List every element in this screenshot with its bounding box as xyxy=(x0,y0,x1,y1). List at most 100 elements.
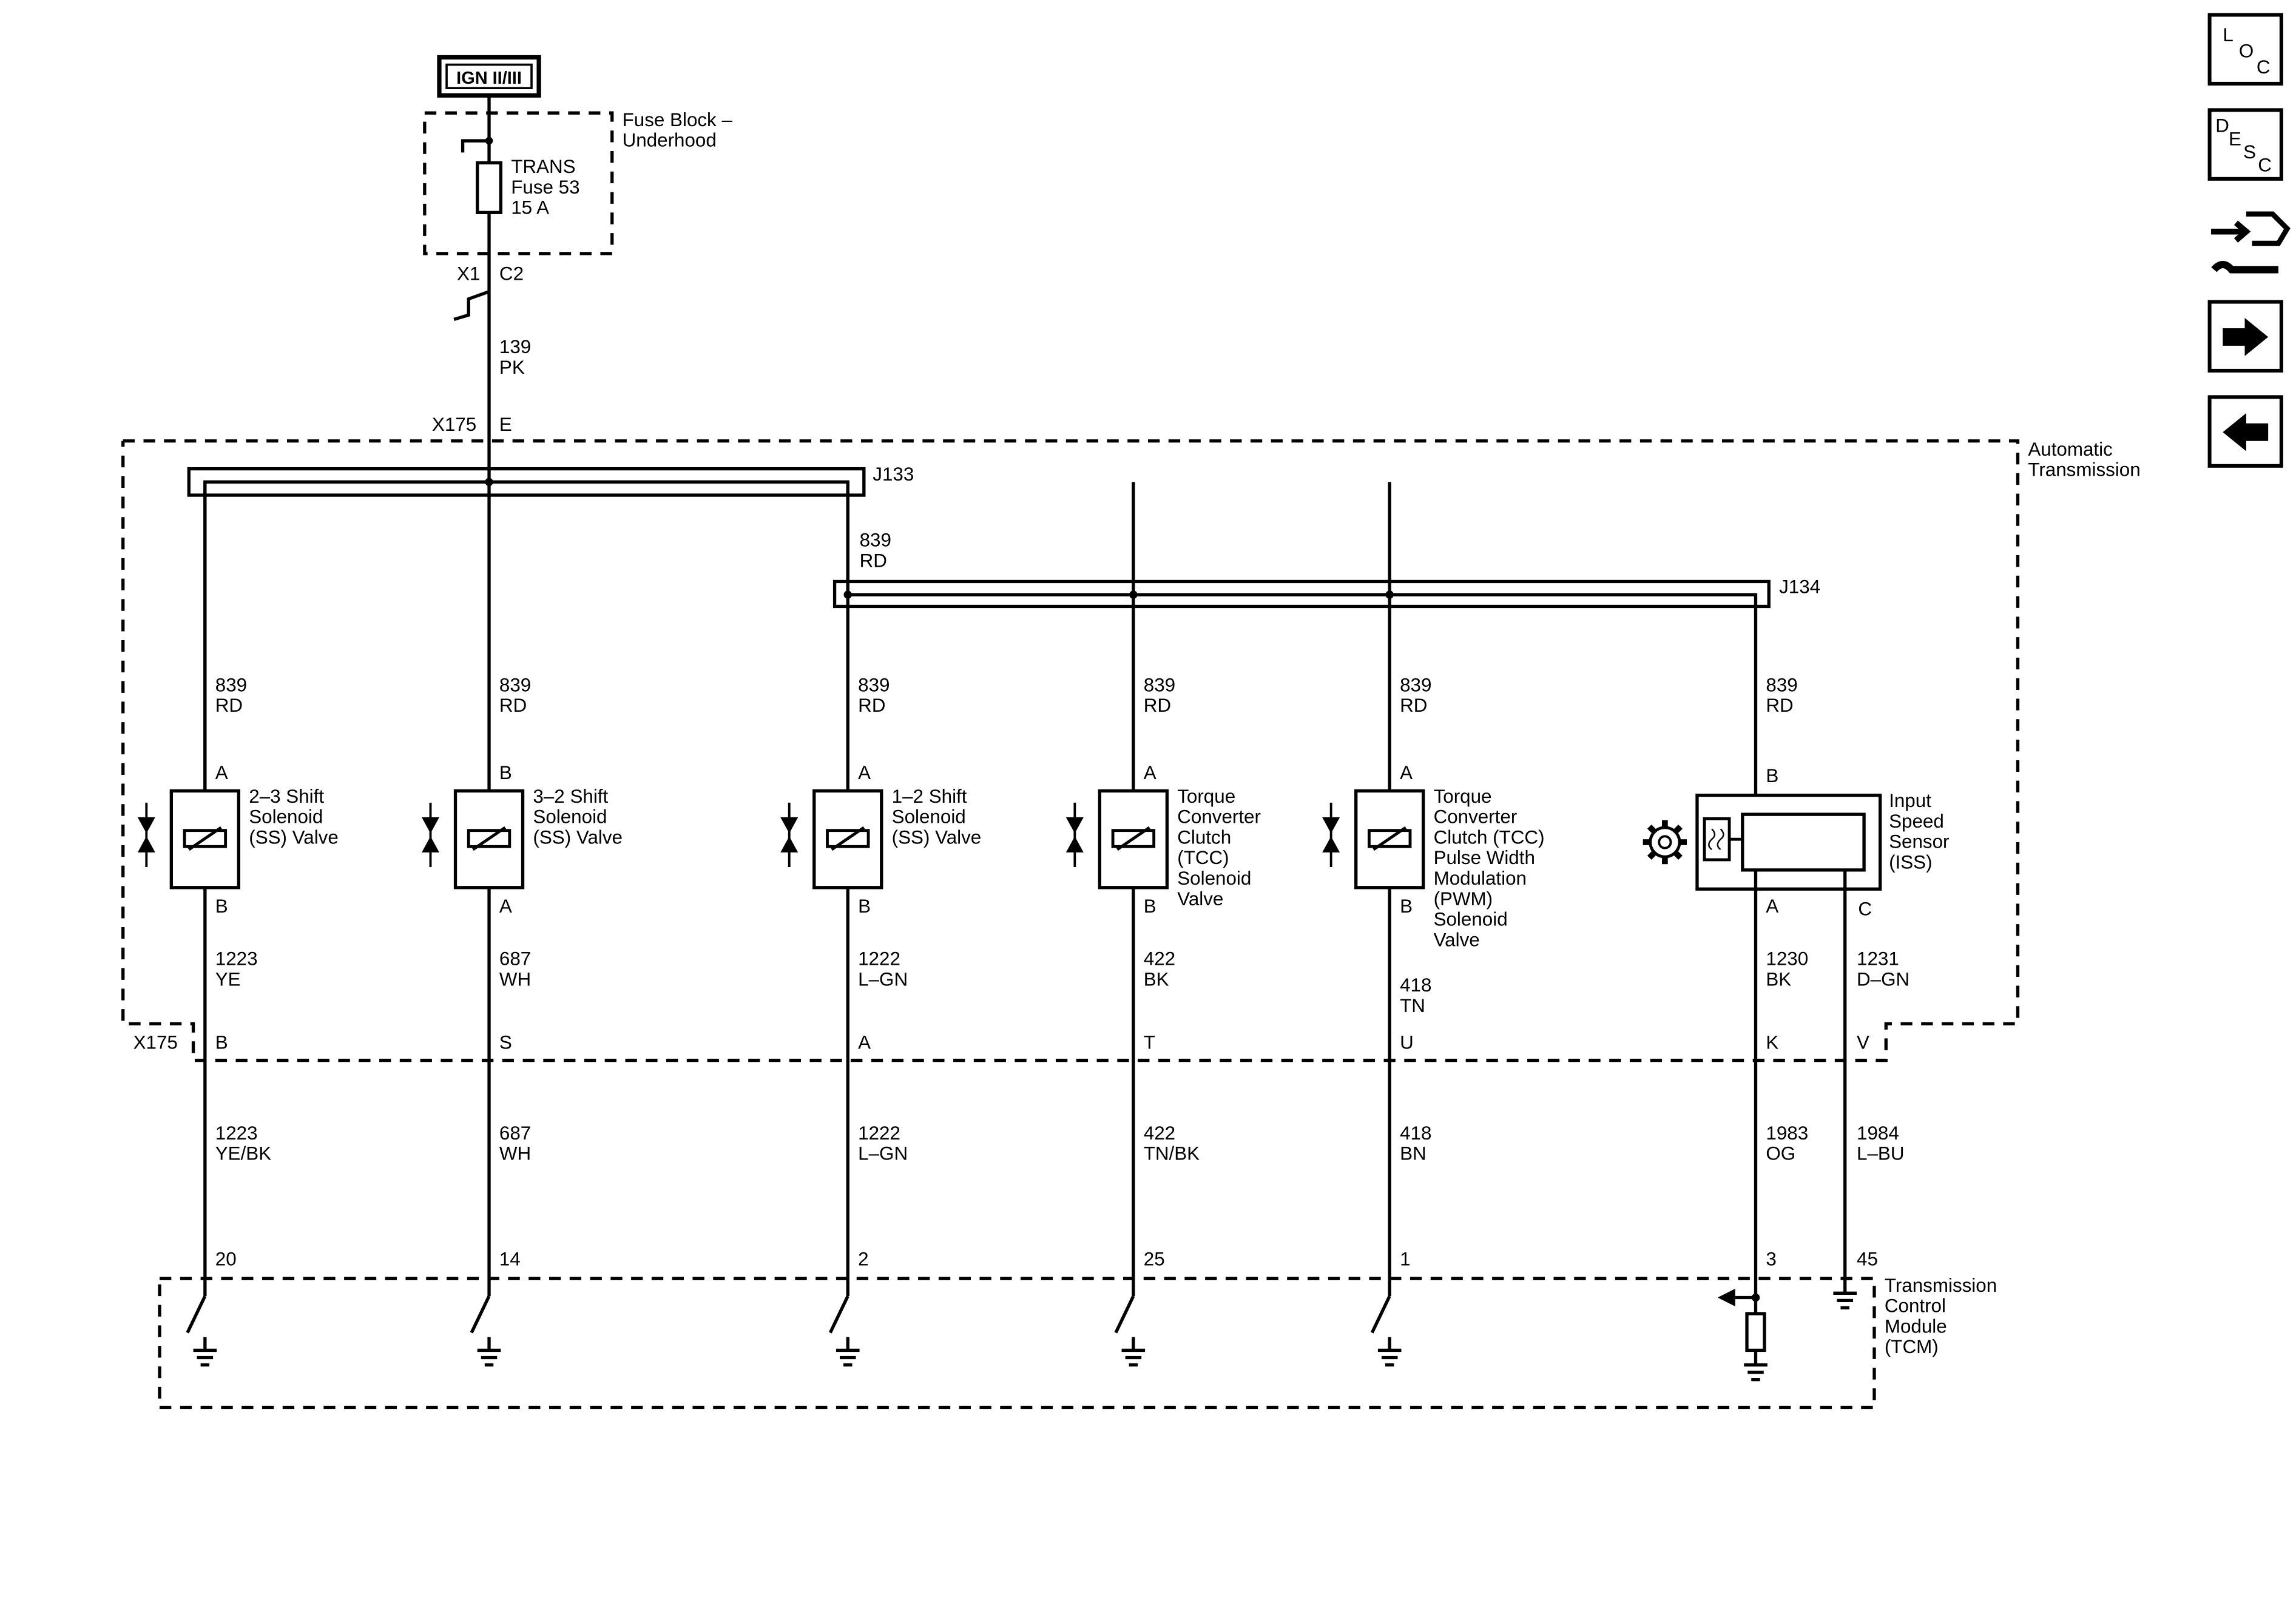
solenoid-branch-4 xyxy=(1065,482,1169,1367)
iss-name-line2: Speed xyxy=(1889,811,1944,832)
branch-upper-circuit: 839 xyxy=(499,674,531,695)
branch-upper-color: RD xyxy=(1400,695,1427,716)
solenoid-pin-top: A xyxy=(1144,762,1156,783)
transmission-title: Automatic xyxy=(2028,439,2112,460)
solenoid-name-line: Clutch xyxy=(1177,826,1231,848)
branch-mid-circuit: 687 xyxy=(499,948,531,970)
iss-upper-circuit: 839 xyxy=(1766,674,1797,695)
x175-pin: T xyxy=(1144,1031,1155,1053)
j134-feed-circuit: 839 xyxy=(860,530,891,551)
iss-pin-c: C xyxy=(1858,899,1872,920)
fuse-icon xyxy=(476,161,502,214)
x175-top-pin: E xyxy=(499,414,512,435)
iss-a-lower-color: OG xyxy=(1766,1143,1795,1164)
x175-pin: S xyxy=(499,1031,512,1053)
solenoid-name-line: Valve xyxy=(1177,888,1223,910)
solenoid-name-line: Pulse Width xyxy=(1434,847,1535,868)
branch-upper-color: RD xyxy=(215,695,243,716)
branch-mid-circuit: 1222 xyxy=(858,948,900,970)
solenoid-name-line: Converter xyxy=(1177,806,1261,828)
solenoid-name-line: Clutch (TCC) xyxy=(1434,826,1545,848)
iss-a-x175-pin: K xyxy=(1766,1031,1778,1053)
branch-lower-color: L–GN xyxy=(858,1143,908,1164)
solenoid-name-line: 3–2 Shift xyxy=(533,786,608,807)
fuse-rating: 15 A xyxy=(511,197,549,218)
x175-pin: B xyxy=(215,1031,228,1053)
branch-mid-circuit: 418 xyxy=(1400,974,1431,996)
solenoid-pin-top: A xyxy=(215,762,228,783)
branch-lower-color: WH xyxy=(499,1143,531,1164)
branch-upper-circuit: 839 xyxy=(215,674,247,695)
branch-upper-color: RD xyxy=(499,695,527,716)
x175-pin: A xyxy=(858,1031,871,1053)
tcm-title-line2: Control xyxy=(1885,1295,1946,1317)
branch-upper-circuit: 839 xyxy=(1400,674,1431,695)
branch-mid-color: YE xyxy=(215,969,241,990)
loc-letter-3: C xyxy=(2257,56,2271,78)
iss-a-lower-circuit: 1983 xyxy=(1766,1122,1808,1144)
branch-mid-circuit: 1223 xyxy=(215,948,258,970)
loc-letter-1: L xyxy=(2223,24,2233,46)
branch-lower-circuit: 422 xyxy=(1144,1122,1175,1144)
solenoid-name-line: 1–2 Shift xyxy=(892,786,967,807)
solenoid-name-line: Solenoid xyxy=(1177,868,1251,889)
loc-button[interactable]: L O C xyxy=(2207,13,2283,86)
x1-connector-label: X1 xyxy=(457,263,480,284)
branch-upper-circuit: 839 xyxy=(858,674,890,695)
branch-lower-color: BN xyxy=(1400,1143,1427,1164)
splice-j134: J134 xyxy=(832,576,1820,795)
branch-upper-color: RD xyxy=(1144,695,1171,716)
branch-lower-circuit: 1222 xyxy=(858,1122,900,1144)
iss-c-lower-color: L–BU xyxy=(1857,1143,1904,1164)
nav-buttons: L O C D E S C xyxy=(2207,13,2291,468)
input-speed-sensor: B A C Input Speed Sensor (ISS) 839 RD 12… xyxy=(1643,674,1949,1382)
x175-bottom-label: X175 xyxy=(133,1031,178,1053)
pullup-resistor-icon xyxy=(1745,1312,1766,1352)
branch-mid-color: WH xyxy=(499,969,531,990)
fuse-block-subtitle: Underhood xyxy=(623,130,717,151)
solenoid-pin-bottom: B xyxy=(215,896,228,917)
branch-upper-color: RD xyxy=(858,695,885,716)
branch-lower-circuit: 687 xyxy=(499,1122,531,1144)
iss-pin-b: B xyxy=(1766,765,1778,786)
arrow-left-icon xyxy=(2223,413,2269,451)
branch-lower-circuit: 418 xyxy=(1400,1122,1431,1144)
connector-x1-symbol xyxy=(453,290,490,322)
branch-lower-circuit: 1223 xyxy=(215,1122,258,1144)
solenoid-name-line: (SS) Valve xyxy=(892,826,982,848)
branch-lower-color: TN/BK xyxy=(1144,1143,1200,1164)
solenoid-name-line: Solenoid xyxy=(1434,909,1508,930)
iss-a-color: BK xyxy=(1766,969,1791,990)
arrow-right-icon xyxy=(2223,318,2269,356)
j134-feed-color: RD xyxy=(860,550,887,571)
feed-wire-color: PK xyxy=(499,357,525,378)
connector-tools-button[interactable] xyxy=(2211,211,2291,274)
tcm-title-line3: Module xyxy=(1885,1315,1947,1337)
ign-source: IGN II/III xyxy=(437,55,541,98)
tcm-title-line4: (TCM) xyxy=(1885,1336,1939,1357)
next-button[interactable] xyxy=(2207,300,2283,373)
ign-label: IGN II/III xyxy=(456,69,522,88)
solenoid-name-line: Solenoid xyxy=(892,806,966,828)
desc-letter-3: S xyxy=(2243,141,2256,163)
iss-c-circuit: 1231 xyxy=(1857,948,1899,970)
x175-top-label: X175 xyxy=(432,414,476,435)
solenoid-name-line: (PWM) xyxy=(1434,888,1493,910)
iss-pin-a: A xyxy=(1766,896,1778,917)
branch-mid-color: BK xyxy=(1144,969,1169,990)
iss-a-circuit: 1230 xyxy=(1766,948,1808,970)
solenoid-pin-bottom: B xyxy=(858,896,871,917)
tcm-pin: 25 xyxy=(1144,1248,1165,1269)
tcm-pin: 20 xyxy=(215,1248,237,1269)
automatic-transmission-box: Automatic Transmission xyxy=(121,439,2141,1062)
desc-button[interactable]: D E S C xyxy=(2207,108,2283,181)
transmission-subtitle: Transmission xyxy=(2028,459,2140,481)
iss-upper-color: RD xyxy=(1766,695,1793,716)
solenoid-branch-5 xyxy=(1322,482,1425,1367)
back-button[interactable] xyxy=(2207,395,2283,468)
tcm-box: Transmission Control Module (TCM) xyxy=(158,1275,1997,1409)
solenoid-pin-top: A xyxy=(1400,762,1413,783)
tcm-pin: 2 xyxy=(858,1248,868,1269)
